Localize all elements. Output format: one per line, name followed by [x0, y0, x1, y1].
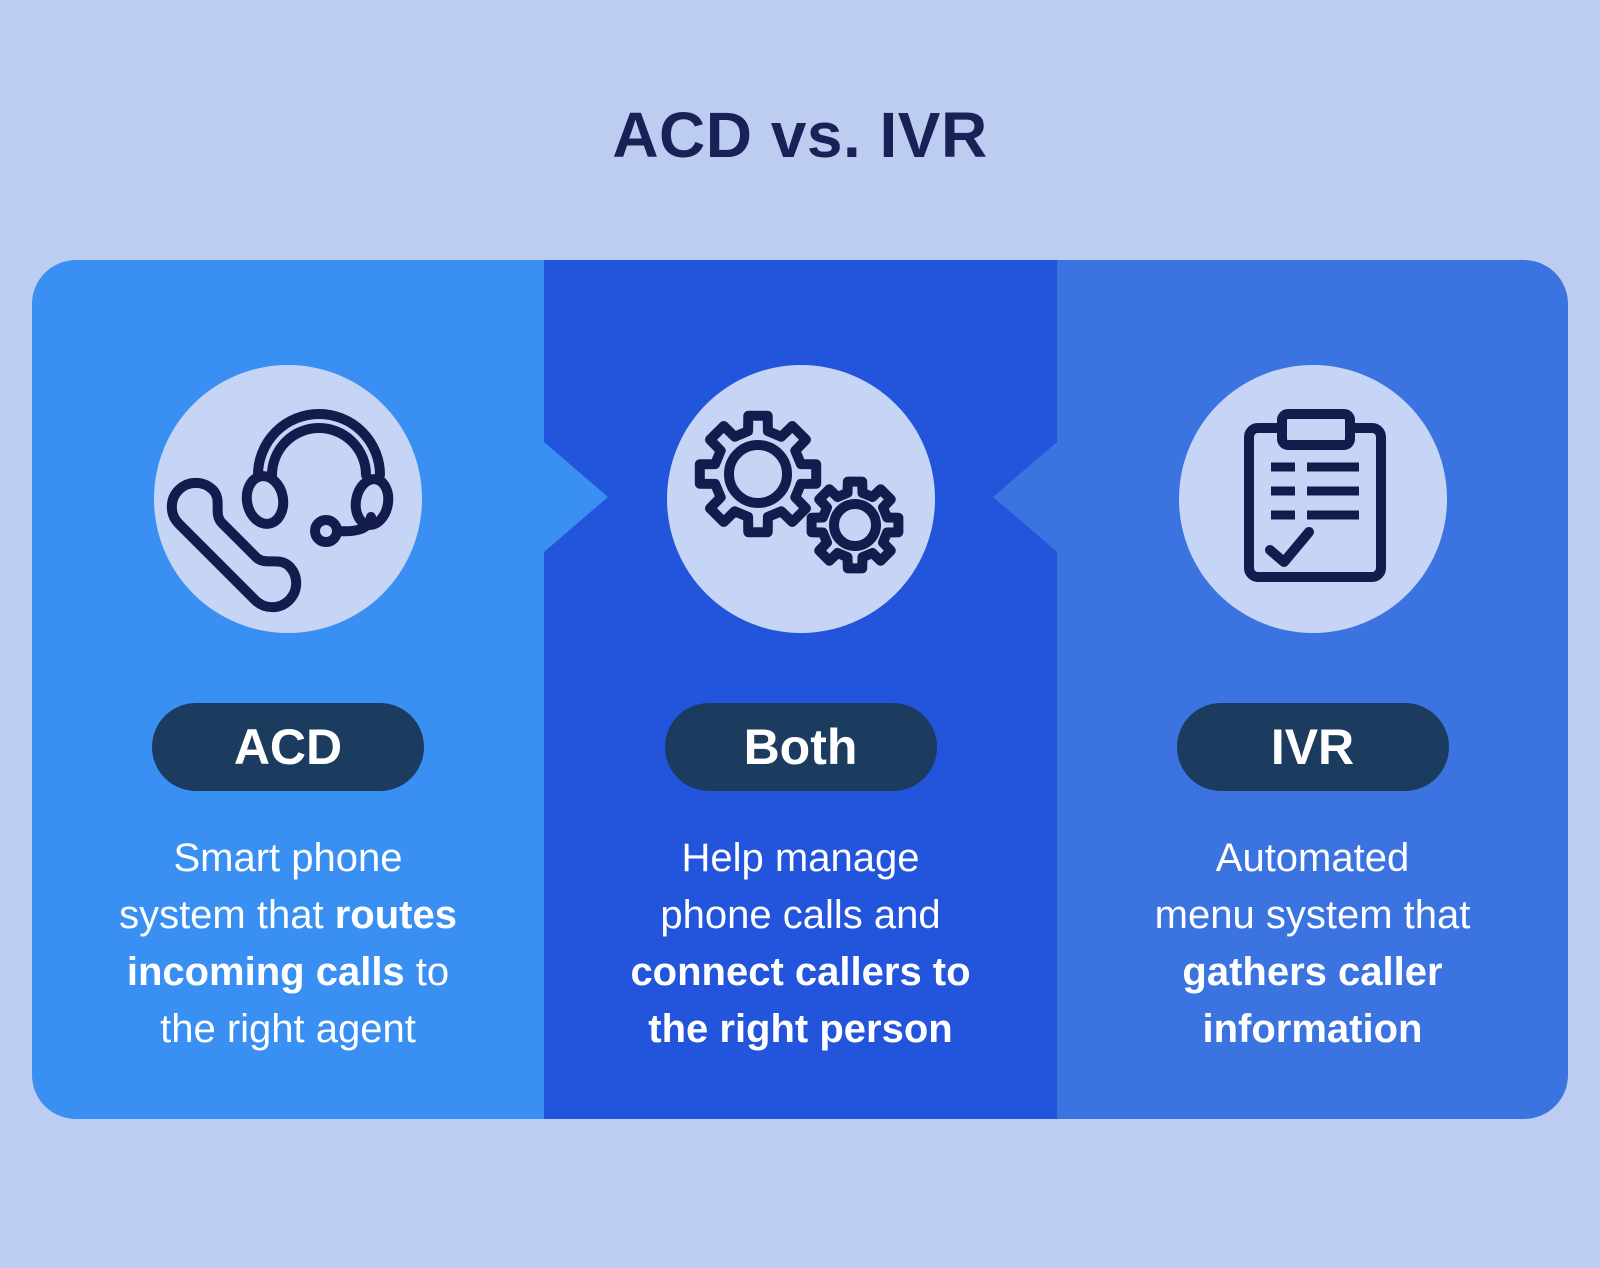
page-title: ACD vs. IVR [612, 99, 988, 171]
headband-outer [253, 409, 385, 480]
badge-acd: ACD [152, 703, 424, 791]
badge-both: Both [664, 703, 937, 791]
gear-small [806, 476, 903, 574]
icon-circle-both [666, 365, 935, 633]
ear-cup-left [241, 471, 289, 529]
checkmark [1264, 527, 1314, 567]
gears-icon [694, 410, 903, 574]
headband-inner [267, 423, 371, 480]
mic-tip [310, 515, 342, 547]
gear-small-hub [828, 499, 881, 551]
icon-circle-ivr [1178, 365, 1447, 633]
phone-handset [166, 477, 302, 613]
gear-large-hub [723, 440, 792, 508]
badge-ivr: IVR [1176, 703, 1449, 791]
clipboard-checklist-icon [1243, 409, 1386, 582]
icon-circle-acd [154, 365, 422, 633]
headset-phone-icon [166, 409, 394, 613]
clipboard-clip [1276, 409, 1355, 450]
gear-large [694, 410, 821, 538]
